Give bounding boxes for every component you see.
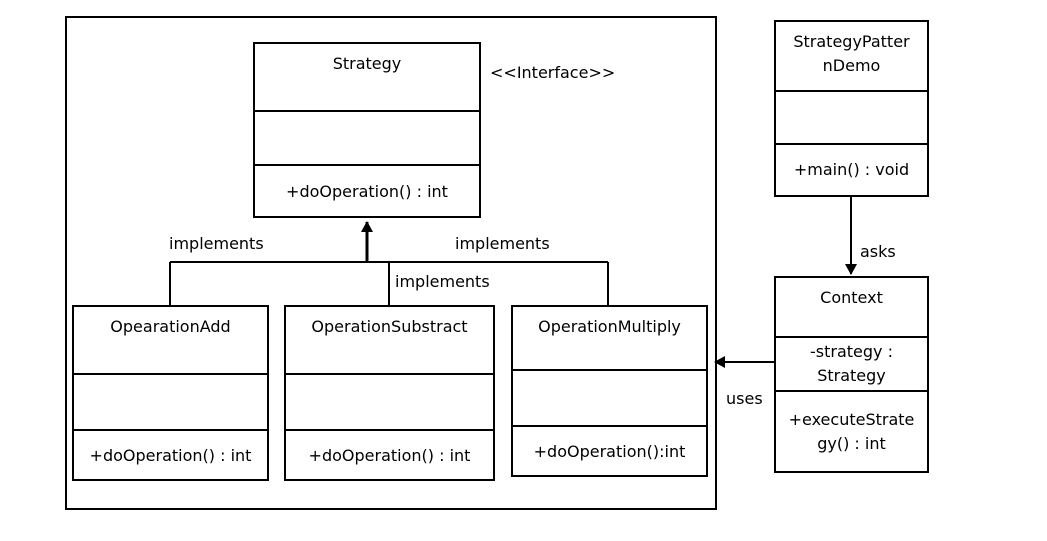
class-methods: +doOperation() : int (286, 429, 493, 481)
method-line-1: +executeStrate (788, 409, 915, 429)
class-name: Strategy (332, 54, 402, 73)
class-methods: +executeStrate gy() : int (776, 390, 927, 471)
class-attributes (74, 373, 267, 429)
class-name: OpearationAdd (110, 317, 231, 336)
operation-subtract-class-box: OperationSubstract +doOperation() : int (284, 305, 495, 481)
interface-stereotype: <<Interface>> (490, 63, 616, 82)
class-methods: +doOperation() : int (74, 429, 267, 481)
class-name-line-1: StrategyPatter (793, 32, 910, 51)
class-attributes: -strategy : Strategy (776, 336, 927, 390)
context-class-box: Context -strategy : Strategy +executeStr… (774, 276, 929, 473)
uses-label: uses (726, 389, 763, 408)
class-methods: +doOperation() : int (255, 164, 479, 218)
class-methods: +doOperation():int (513, 425, 706, 477)
attribute-line-1: -strategy : (810, 342, 893, 361)
asks-label: asks (860, 242, 896, 261)
implements-label-right: implements (455, 234, 550, 253)
implements-label-left: implements (169, 234, 264, 253)
class-name: OperationSubstract (311, 317, 468, 336)
attribute-line-2: Strategy (817, 366, 886, 385)
class-attributes (513, 369, 706, 425)
class-attributes (776, 90, 927, 143)
class-name: Context (820, 288, 883, 307)
strategy-class-box: Strategy +doOperation() : int (253, 42, 481, 218)
class-methods: +main() : void (776, 143, 927, 195)
method-line-2: gy() : int (817, 433, 886, 453)
class-attributes (255, 110, 479, 164)
strategy-pattern-demo-class-box: StrategyPatter nDemo +main() : void (774, 20, 929, 197)
implements-label-middle: implements (395, 272, 490, 291)
strategy-package-frame (65, 16, 717, 510)
operation-multiply-class-box: OperationMultiply +doOperation():int (511, 305, 708, 477)
class-name: OperationMultiply (538, 317, 681, 336)
class-name-line-2: nDemo (822, 56, 881, 75)
operation-add-class-box: OpearationAdd +doOperation() : int (72, 305, 269, 481)
class-name: StrategyPatter nDemo (776, 22, 927, 90)
class-attributes (286, 373, 493, 429)
